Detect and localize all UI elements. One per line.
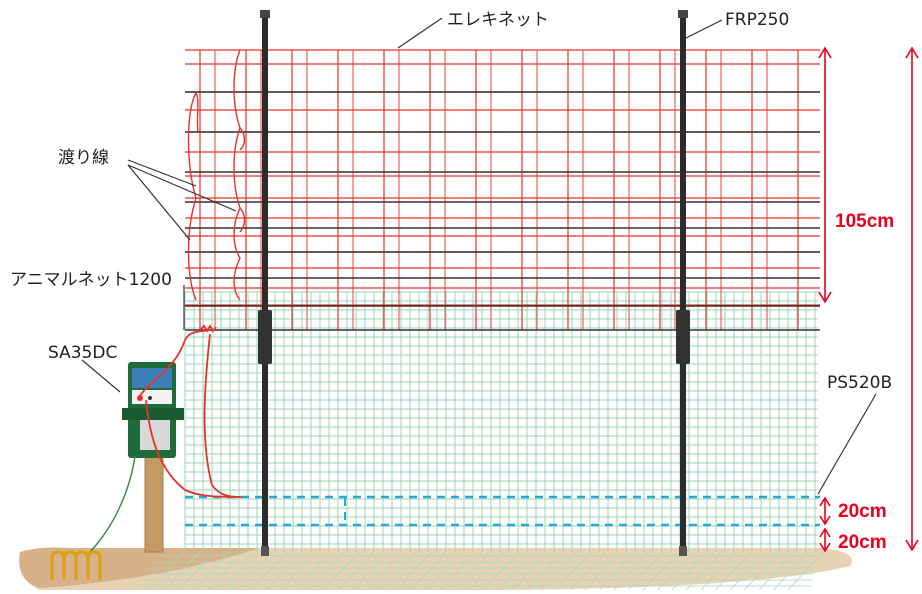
label-energizer: SA35DC — [48, 343, 118, 363]
ground-rods — [50, 550, 102, 580]
ground-net-mesh — [139, 551, 824, 591]
label-animal-net: アニマルネット1200 — [10, 270, 172, 290]
dimension-arrows — [818, 46, 919, 553]
energizer-leads — [139, 324, 243, 498]
animal-net-mesh — [184, 291, 818, 552]
wooden-stake — [144, 449, 164, 553]
dimension-20cm-lower: 20cm — [838, 532, 887, 553]
frp250-post-left — [258, 10, 272, 556]
electric-net-dark-wires — [185, 91, 820, 331]
label-watari-wire: 渡り線 — [58, 148, 109, 168]
callout-lines — [81, 17, 877, 495]
frp250-post-right — [676, 10, 690, 556]
ground — [19, 547, 852, 590]
jumper-wires — [187, 49, 246, 301]
label-ps520b: PS520B — [827, 373, 893, 393]
ground-wire — [89, 455, 136, 553]
energizer-sa35dc — [122, 362, 184, 458]
dimension-105cm: 105cm — [835, 211, 895, 232]
ps520b-wires — [185, 495, 820, 527]
dimension-20cm-upper: 20cm — [838, 501, 887, 522]
label-frp250: FRP250 — [725, 10, 790, 30]
label-elenet: エレキネット — [447, 10, 549, 30]
